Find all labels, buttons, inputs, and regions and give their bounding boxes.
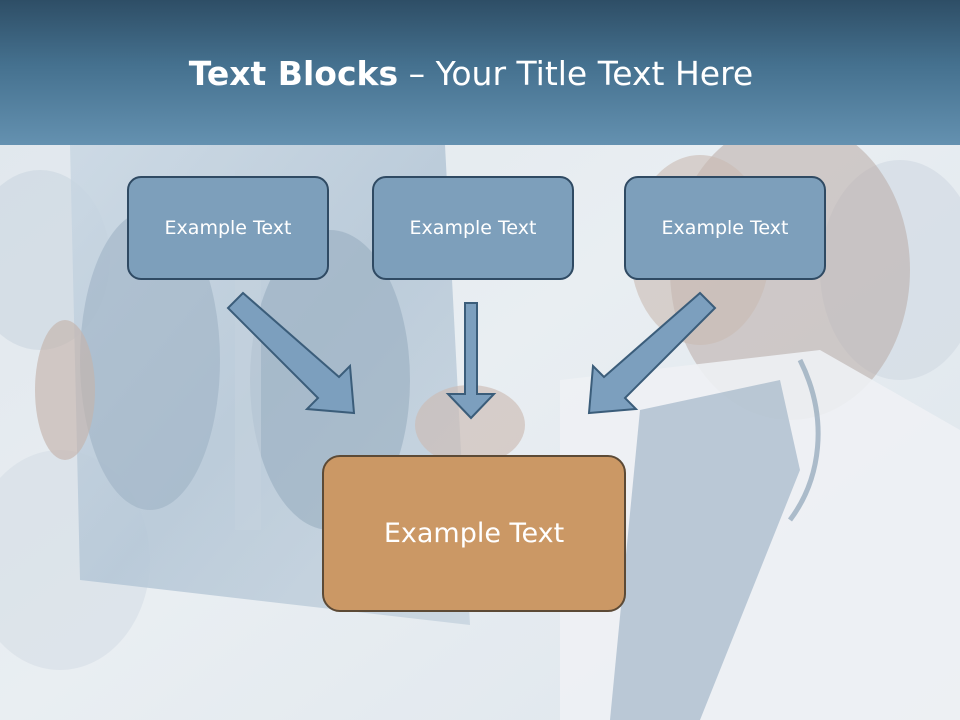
title-bar	[0, 0, 960, 145]
text-block-1[interactable]: Example Text	[127, 176, 329, 280]
text-block-3[interactable]: Example Text	[624, 176, 826, 280]
text-block-2[interactable]: Example Text	[372, 176, 574, 280]
title-rest: Your Title Text Here	[435, 54, 754, 93]
title-bold: Text Blocks	[188, 54, 399, 93]
text-block-result[interactable]: Example Text	[322, 455, 626, 612]
title-dash: –	[398, 54, 436, 93]
slide-title: Text Blocks – Your Title Text Here	[0, 54, 942, 93]
